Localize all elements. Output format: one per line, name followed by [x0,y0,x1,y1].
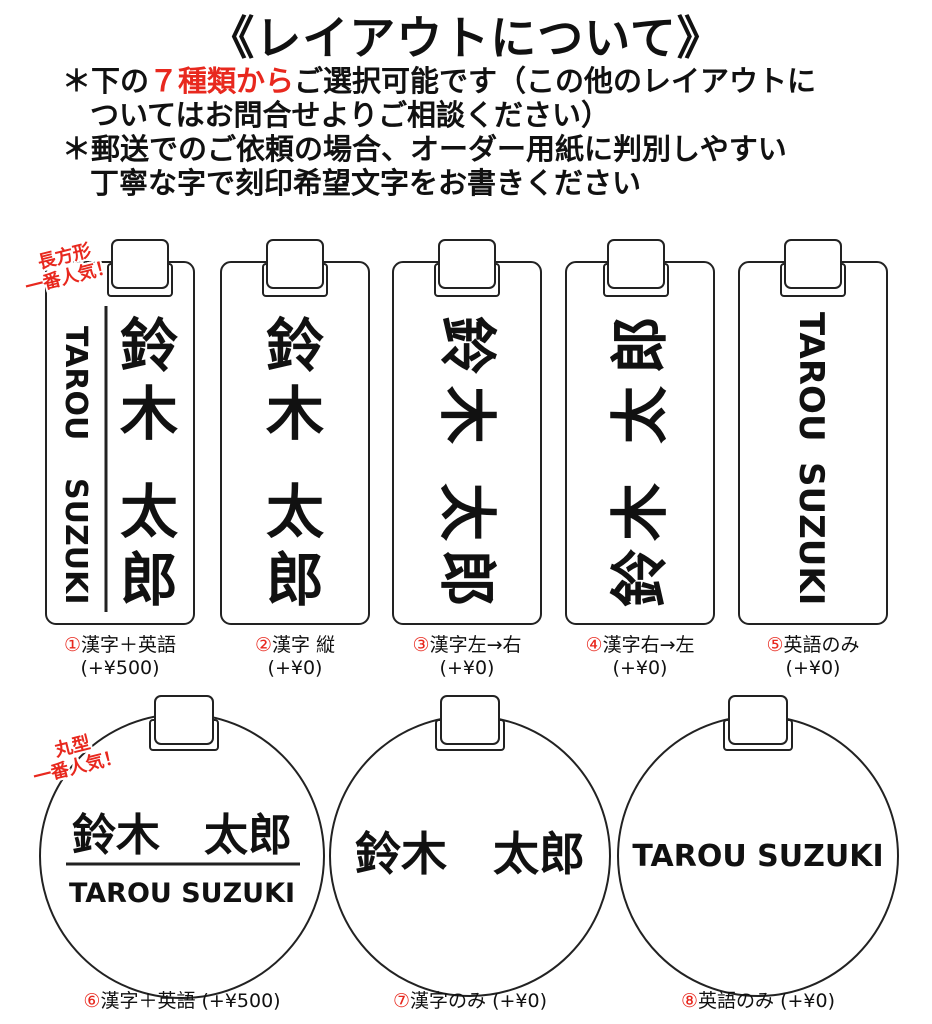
kanji-char: 木 [266,380,324,448]
kanji-char: 木 [433,386,501,444]
round-tag-7 [329,695,611,997]
note-text: 郵送でのご依頼の場合、オーダー用紙に判別しやすい [91,132,787,166]
caption-layout-3: ③漢字左→右 (+¥0) [412,634,522,679]
kanji-char: 郎 [266,546,324,614]
caption-layout-8: ⑧英語のみ (+¥0) [680,990,836,1012]
kanji-char: 鈴 [266,312,324,380]
english-first: TAROU [58,326,93,440]
tag5-english: TAROU SUZUKI [791,312,831,605]
tag6-kanji: 鈴木 太郎 [72,810,292,861]
note-text: 丁寧な字で刻印希望文字をお書きください [90,166,642,200]
tag8-english: TAROU SUZUKI [632,839,883,874]
caption-layout-2: ②漢字 縦 (+¥0) [254,634,336,679]
kanji-char: 鈴 [606,549,674,607]
english-last: SUZUKI [791,462,831,605]
note-1: ＊下の７種類からご選択可能です（この他のレイアウトに ついてはお問合せよりご相談… [62,64,816,132]
kanji-char: 郎 [120,546,178,614]
rect-tag-5 [738,239,888,625]
kanji-char: 鈴 [433,316,501,374]
rect-tag-4 [565,239,715,625]
tag3-kanji: 鈴 木 太 郎 [433,316,501,607]
round-tag-8 [617,695,899,997]
tag4-kanji: 鈴 木 太 郎 [606,316,674,607]
english-first: TAROU [791,312,831,442]
caption-layout-4: ④漢字右→左 (+¥0) [585,634,695,679]
note-2: ＊郵送でのご依頼の場合、オーダー用紙に判別しやすい 丁寧な字で刻印希望文字をお書… [62,132,787,200]
english-last: SUZUKI [58,478,93,605]
caption-layout-6: ⑥漢字＋英語 (+¥500) [83,990,281,1012]
kanji-char: 木 [606,483,674,541]
page-title: 《レイアウトについて》 [208,11,724,65]
note-bullet: ＊ [62,64,92,98]
tag1-kanji: 鈴 木 太 郎 [120,312,178,614]
note-bullet: ＊ [62,132,92,166]
kanji-char: 太 [120,478,178,546]
tag2-kanji: 鈴 木 太 郎 [266,312,324,614]
tag1-english: TAROU SUZUKI [58,326,93,605]
kanji-char: 太 [433,483,501,541]
note-text: 下の [91,64,150,98]
note-text: ついてはお問合せよりご相談ください） [90,98,610,132]
rect-tag-3 [392,239,542,625]
round-tag-6 [39,695,325,999]
tag6-english: TAROU SUZUKI [69,878,295,909]
rect-tag-2 [220,239,370,625]
caption-layout-1: ①漢字＋英語 (+¥500) [63,634,177,679]
caption-layout-5: ⑤英語のみ (+¥0) [766,634,860,679]
kanji-char: 郎 [433,549,501,607]
note-highlight: ７種類から [149,64,295,98]
kanji-char: 太 [606,386,674,444]
rect-tag-1 [45,239,195,625]
note-text: ご選択可能です（この他のレイアウトに [294,64,817,98]
tag7-kanji: 鈴木 太郎 [355,827,585,881]
kanji-char: 郎 [606,316,674,374]
caption-layout-7: ⑦漢字のみ (+¥0) [392,990,548,1012]
kanji-char: 鈴 [120,312,178,380]
kanji-char: 木 [120,380,178,448]
kanji-char: 太 [266,478,324,546]
